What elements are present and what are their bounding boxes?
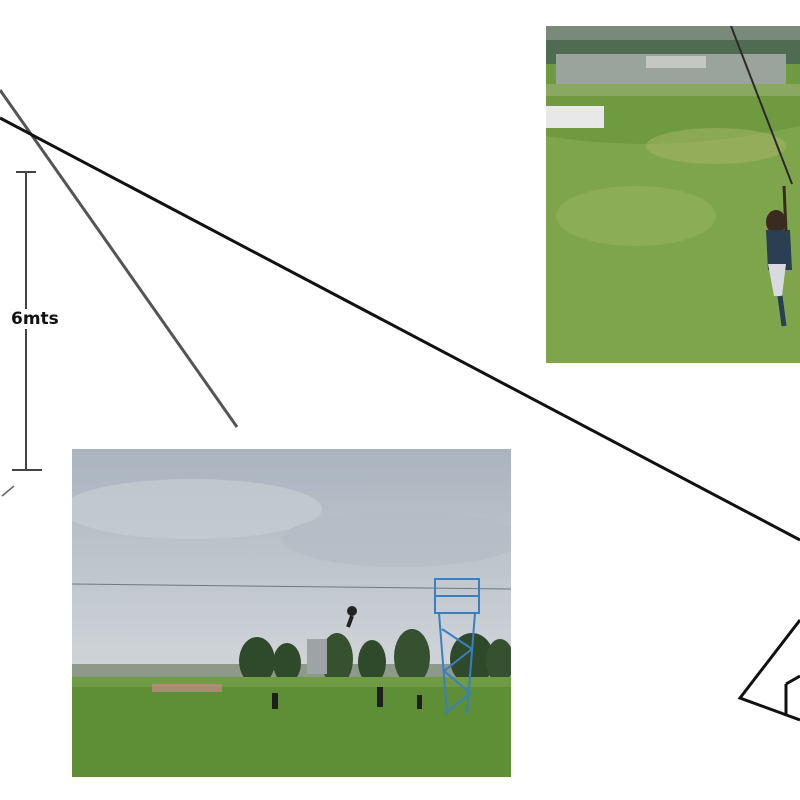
height-label: 6mts <box>10 309 60 329</box>
zipline-rider-closeup-photo <box>546 26 800 363</box>
landing-platform-sketch <box>737 619 800 722</box>
zipline-field-wide-photo <box>72 449 511 777</box>
ground-tick-mark <box>1 485 15 497</box>
zipline-cable <box>0 116 800 542</box>
guy-wire-line <box>0 89 239 428</box>
